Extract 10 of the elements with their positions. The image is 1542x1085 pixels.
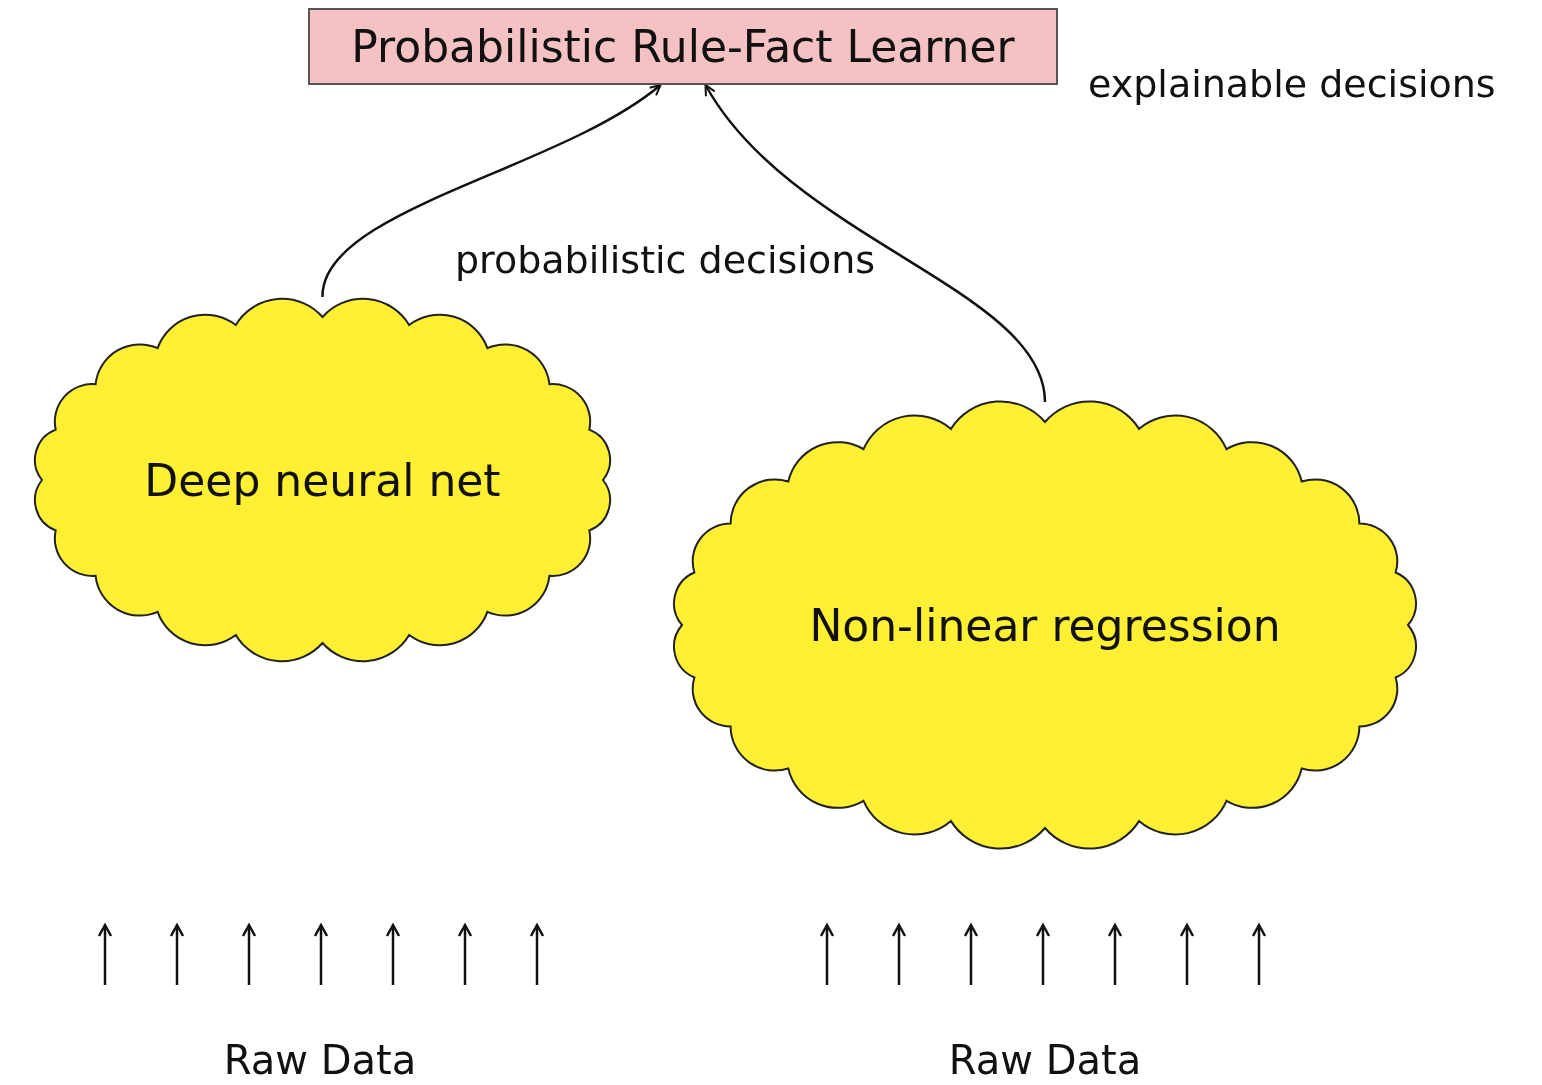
node-label: Non-linear regression [809, 599, 1281, 651]
input-label: Raw Data [948, 1037, 1142, 1083]
annotation-text: explainable decisions [1088, 62, 1496, 106]
node-label: Deep neural net [144, 454, 501, 506]
input-label: Raw Data [223, 1037, 417, 1083]
annotation-text: probabilistic decisions [455, 238, 876, 282]
arrow [704, 84, 1047, 403]
process-box [308, 8, 1058, 85]
arrow [321, 84, 662, 298]
node-label: Probabilistic Rule-Fact Learner [351, 21, 1015, 72]
